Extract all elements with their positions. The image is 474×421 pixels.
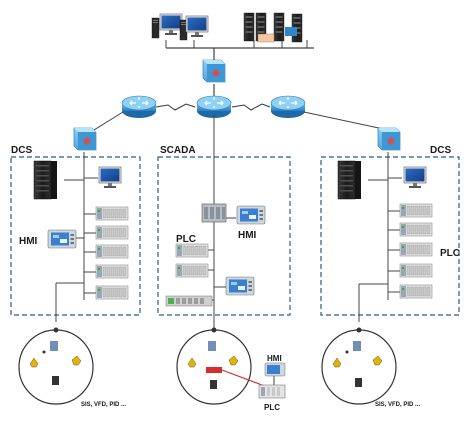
field-device-icon: [321, 327, 397, 405]
scada-bus: [208, 217, 236, 330]
zone-label-scada: SCADA: [160, 145, 196, 156]
zone-label-dcs: DCS: [430, 145, 451, 156]
industrial-switch-icon: [201, 203, 227, 223]
multilayer-switch-icon: [377, 127, 401, 151]
router-icon: [270, 95, 306, 119]
plc-rack-icon: [258, 384, 286, 399]
hmi-label: HMI: [19, 236, 38, 247]
dcs-zone-frame: [10, 156, 141, 316]
multilayer-switch-icon: [73, 127, 97, 151]
field-device-icon: [176, 327, 252, 405]
field-hmi-label: HMI: [267, 354, 282, 363]
monitor-icon: [98, 166, 122, 189]
field-plc-label: PLC: [264, 403, 280, 412]
field-devices-caption: SIS, VFD, PID ...: [81, 402, 126, 408]
io-module-icon: [165, 295, 213, 307]
scada-zone-frame: [157, 156, 291, 316]
server-cabinet-icon: [337, 160, 362, 200]
hmi-panel-icon: [264, 362, 286, 377]
wan-links: [155, 103, 271, 111]
dcs-left-bus: [55, 152, 98, 322]
monitor-icon: [403, 166, 427, 189]
hmi-panel-icon: [47, 229, 77, 249]
enterprise-backbone: [165, 40, 314, 62]
hmi-label: HMI: [238, 230, 257, 241]
hmi-panel-icon: [236, 205, 266, 225]
plc-label: PLC: [176, 234, 196, 245]
plc-rack-icon: [399, 203, 433, 299]
plc-rack-icon: [95, 206, 129, 300]
field-devices-caption: SIS, VFD, PID ...: [375, 402, 420, 408]
plc-label: PLC: [440, 248, 460, 259]
hmi-panel-icon: [225, 276, 255, 296]
dcs-right-bus: [358, 152, 402, 322]
zone-label-dcs: DCS: [11, 145, 32, 156]
router-icon: [121, 95, 157, 119]
field-device-icon: [18, 327, 94, 405]
zone-uplinks: [93, 111, 389, 205]
server-cabinet-icon: [33, 160, 58, 200]
plc-rack-icon: [175, 243, 209, 278]
workstation-icon: [151, 13, 209, 41]
dcs-zone-frame: [320, 156, 460, 316]
multilayer-switch-icon: [202, 59, 226, 83]
server-rack-icon: [243, 12, 303, 43]
router-icon: [196, 95, 232, 119]
